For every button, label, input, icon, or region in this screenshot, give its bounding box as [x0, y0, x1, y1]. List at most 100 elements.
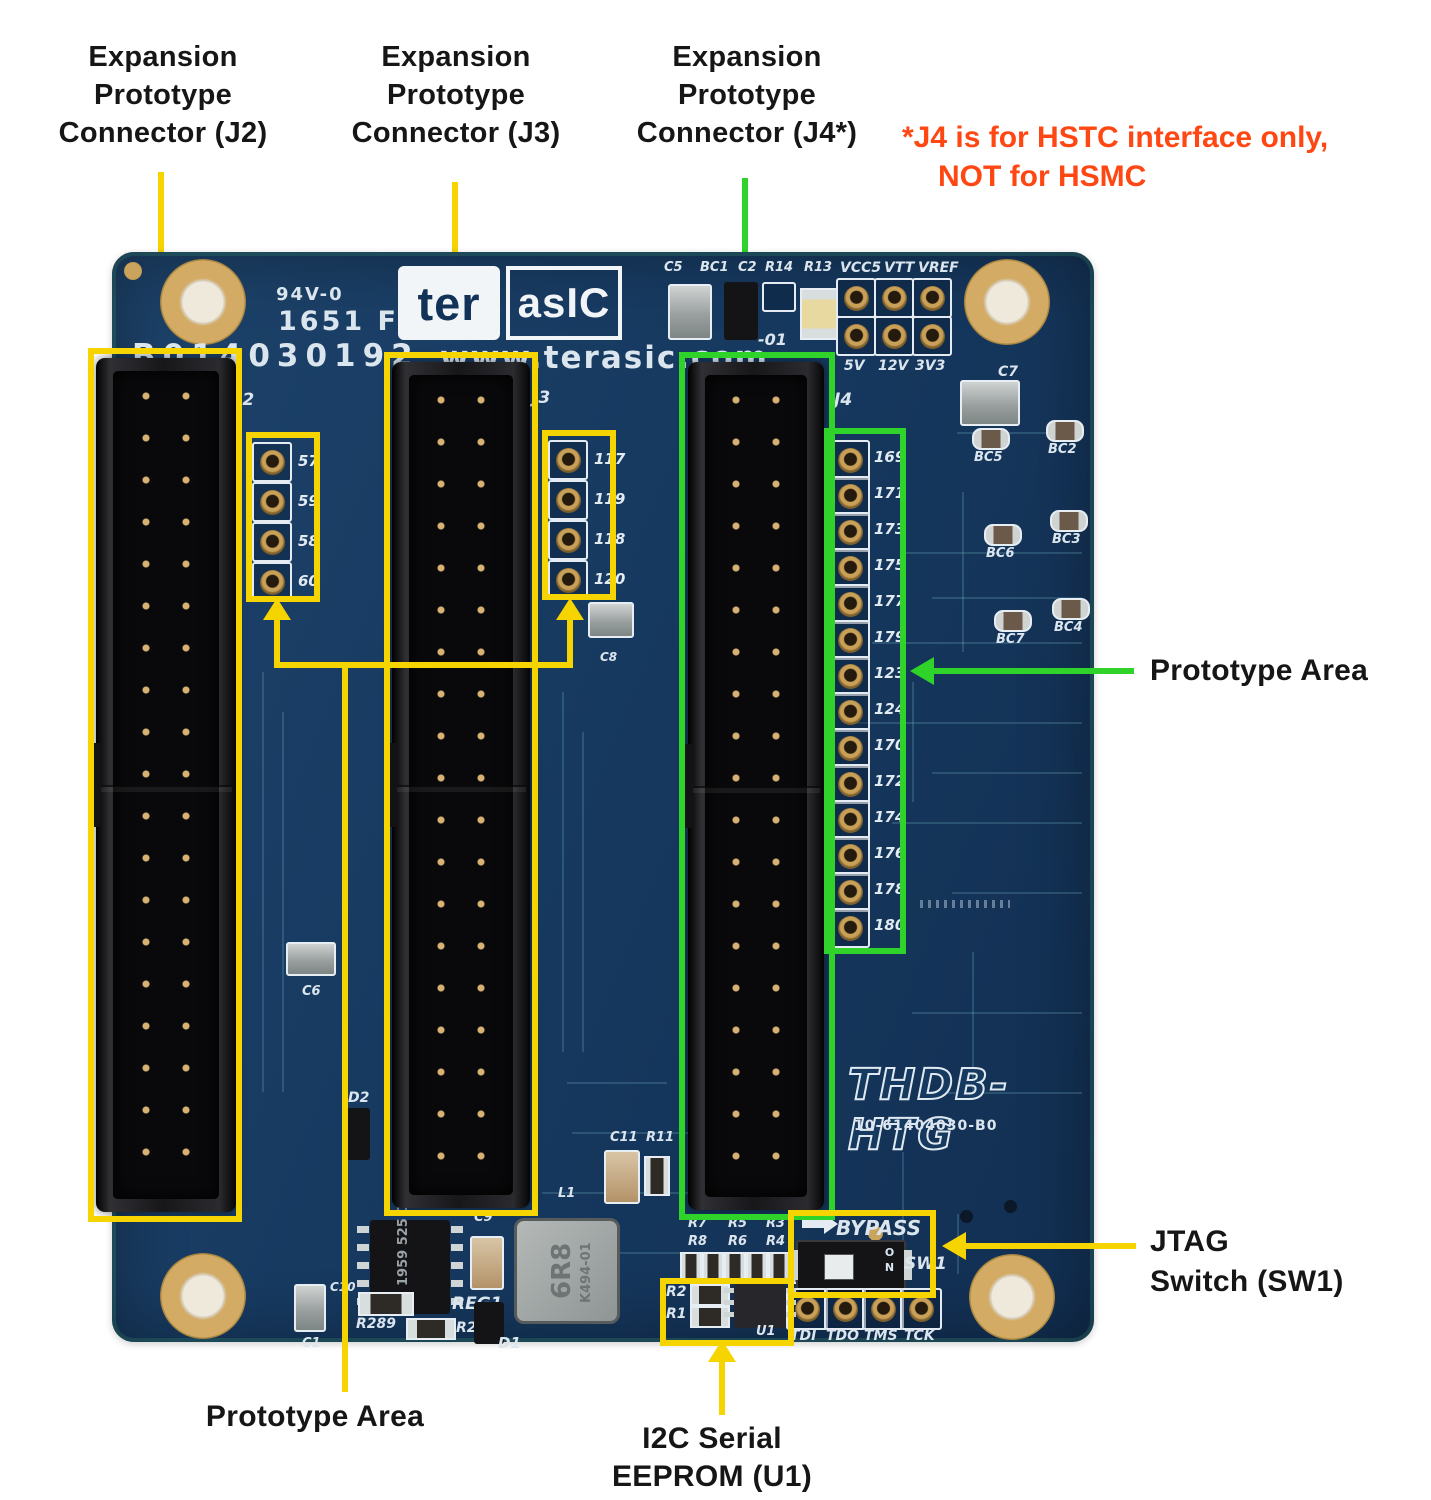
- callout-j4: Expansion Prototype Connector (J4*): [612, 38, 882, 152]
- via-hole: [1004, 1200, 1017, 1213]
- component-bc1: [724, 282, 758, 340]
- callout-j4-line1: Expansion: [672, 41, 822, 73]
- power-pad: [912, 316, 952, 356]
- j4-note-line2: NOT for HSMC: [938, 160, 1147, 193]
- j4-pin-179: 179: [874, 628, 906, 646]
- j3-pin-118: 118: [594, 530, 626, 548]
- capacitor-c10: [294, 1284, 326, 1332]
- silk-12v: 12V: [878, 358, 909, 374]
- j2-pin-60: 60: [298, 572, 319, 590]
- silk-u1: U1: [756, 1324, 776, 1339]
- terasic-logo-asic: asIC: [506, 266, 622, 340]
- silk-c7: C7: [998, 364, 1019, 380]
- j2-header-pad: [252, 522, 292, 562]
- j4-pin-178: 178: [874, 880, 906, 898]
- silk-r14: R14: [765, 260, 794, 275]
- terasic-logo: ter asIC: [398, 266, 622, 340]
- j4-pin-173: 173: [874, 520, 906, 538]
- pins-connector-line: [274, 662, 573, 668]
- j4-pin-123: 123: [874, 664, 906, 682]
- eeprom-label: I2C Serial EEPROM (U1): [562, 1420, 862, 1496]
- callout-j2-line1: Expansion: [88, 41, 238, 73]
- j4-header-pad: [830, 764, 870, 804]
- component-bc4: [1052, 598, 1090, 620]
- silk-vtt: VTT: [884, 260, 915, 276]
- j3-header-pad: [548, 480, 588, 520]
- callout-j2-line3: Connector (J2): [58, 117, 268, 149]
- prototype-right-arrow-head-icon: [910, 657, 934, 685]
- fiducial-dot: [868, 1226, 883, 1241]
- silk-r13: R13: [804, 260, 833, 275]
- callout-j3-line2: Prototype: [386, 79, 526, 111]
- sw1-dip-switch: ON: [790, 1240, 912, 1294]
- j2-pin-59: 59: [298, 492, 319, 510]
- silk-j4-ref: J4: [834, 390, 853, 410]
- callout-j4-line2: Prototype: [677, 79, 817, 111]
- j4-header-pad: [830, 620, 870, 660]
- terasic-logo-ter: ter: [398, 266, 500, 340]
- callout-j3-line1: Expansion: [381, 41, 531, 73]
- silk-r1: R1: [666, 1306, 687, 1322]
- diode-d2: [344, 1108, 370, 1160]
- silk-bc1: BC1: [700, 260, 729, 275]
- prototype-area-right-label: Prototype Area: [1150, 654, 1369, 687]
- sw1-on-label: ON: [883, 1246, 896, 1276]
- j2-header-pad: [252, 442, 292, 482]
- silk-bc7: BC7: [996, 632, 1025, 647]
- j3-highlight-box: [384, 352, 538, 1216]
- jtag-switch-label: JTAG Switch (SW1): [1150, 1222, 1410, 1302]
- j4-header-pad: [830, 692, 870, 732]
- j3-pin-119: 119: [594, 490, 626, 508]
- connector-j3: [385, 362, 530, 1208]
- j3-header-pad: [548, 560, 588, 600]
- resistor-r289: [358, 1292, 414, 1316]
- silk-d2: D2: [348, 1090, 370, 1106]
- bypass-arrow-icon: [802, 1220, 826, 1228]
- transistor-d1: [474, 1302, 504, 1344]
- led-r13: [800, 288, 838, 340]
- prototype-right-arrow-line: [930, 668, 1134, 674]
- capacitor-c6: [286, 942, 336, 976]
- silk-r11: R11: [646, 1130, 675, 1145]
- silk-tdi: TDI: [790, 1328, 817, 1344]
- callout-j4-line3: Connector (J4*): [636, 117, 858, 149]
- callout-j3-line3: Connector (J3): [351, 117, 561, 149]
- silk-bc6: BC6: [986, 546, 1015, 561]
- silk-bc3: BC3: [1052, 532, 1081, 547]
- jtag-label-line1: JTAG: [1150, 1225, 1229, 1258]
- silk-c1: C1: [302, 1336, 321, 1351]
- capacitor-c8: [588, 602, 634, 638]
- j4-pin-171: 171: [874, 484, 906, 502]
- pcb-board: 94V-0 1651 F B014030192 www.terasic.com …: [112, 252, 1094, 1352]
- silk-r8: R8: [688, 1234, 708, 1249]
- j2-header-pad: [252, 482, 292, 522]
- mounting-hole-top-left: [160, 259, 246, 345]
- silk-bc5: BC5: [974, 450, 1003, 465]
- j4-header-pad: [830, 584, 870, 624]
- j4-pin-172: 172: [874, 772, 906, 790]
- silk-tck: TCK: [904, 1328, 935, 1344]
- j4-header-pad: [830, 836, 870, 876]
- inductor-code: K494-01: [579, 1242, 594, 1303]
- silk-tms: TMS: [864, 1328, 898, 1344]
- j4-pin-176: 176: [874, 844, 906, 862]
- j4-pin-170: 170: [874, 736, 906, 754]
- j4-header-pad: [830, 512, 870, 552]
- sw1-highlight-box: [788, 1210, 936, 1298]
- prototype-bottom-line: [342, 662, 348, 1392]
- silk-date-code: 1651 F: [278, 306, 399, 337]
- power-pad: [912, 278, 952, 318]
- inductor-value: 6R8: [547, 1242, 577, 1299]
- silk-part-number: 10-61404030-B0: [854, 1118, 998, 1134]
- j2-pins-highlight-box: [246, 432, 320, 602]
- j3-pins-arrow-head-icon: [556, 598, 584, 620]
- j2-pins-arrow-head-icon: [263, 598, 291, 620]
- j2-pin-58: 58: [298, 532, 319, 550]
- j4-pin-169: 169: [874, 448, 906, 466]
- j3-header-pad: [548, 520, 588, 560]
- j4-pin-180: 180: [874, 916, 906, 934]
- j4-header-pad: [830, 440, 870, 480]
- component-bc7: [994, 610, 1032, 632]
- jtag-arrow-line: [964, 1243, 1136, 1249]
